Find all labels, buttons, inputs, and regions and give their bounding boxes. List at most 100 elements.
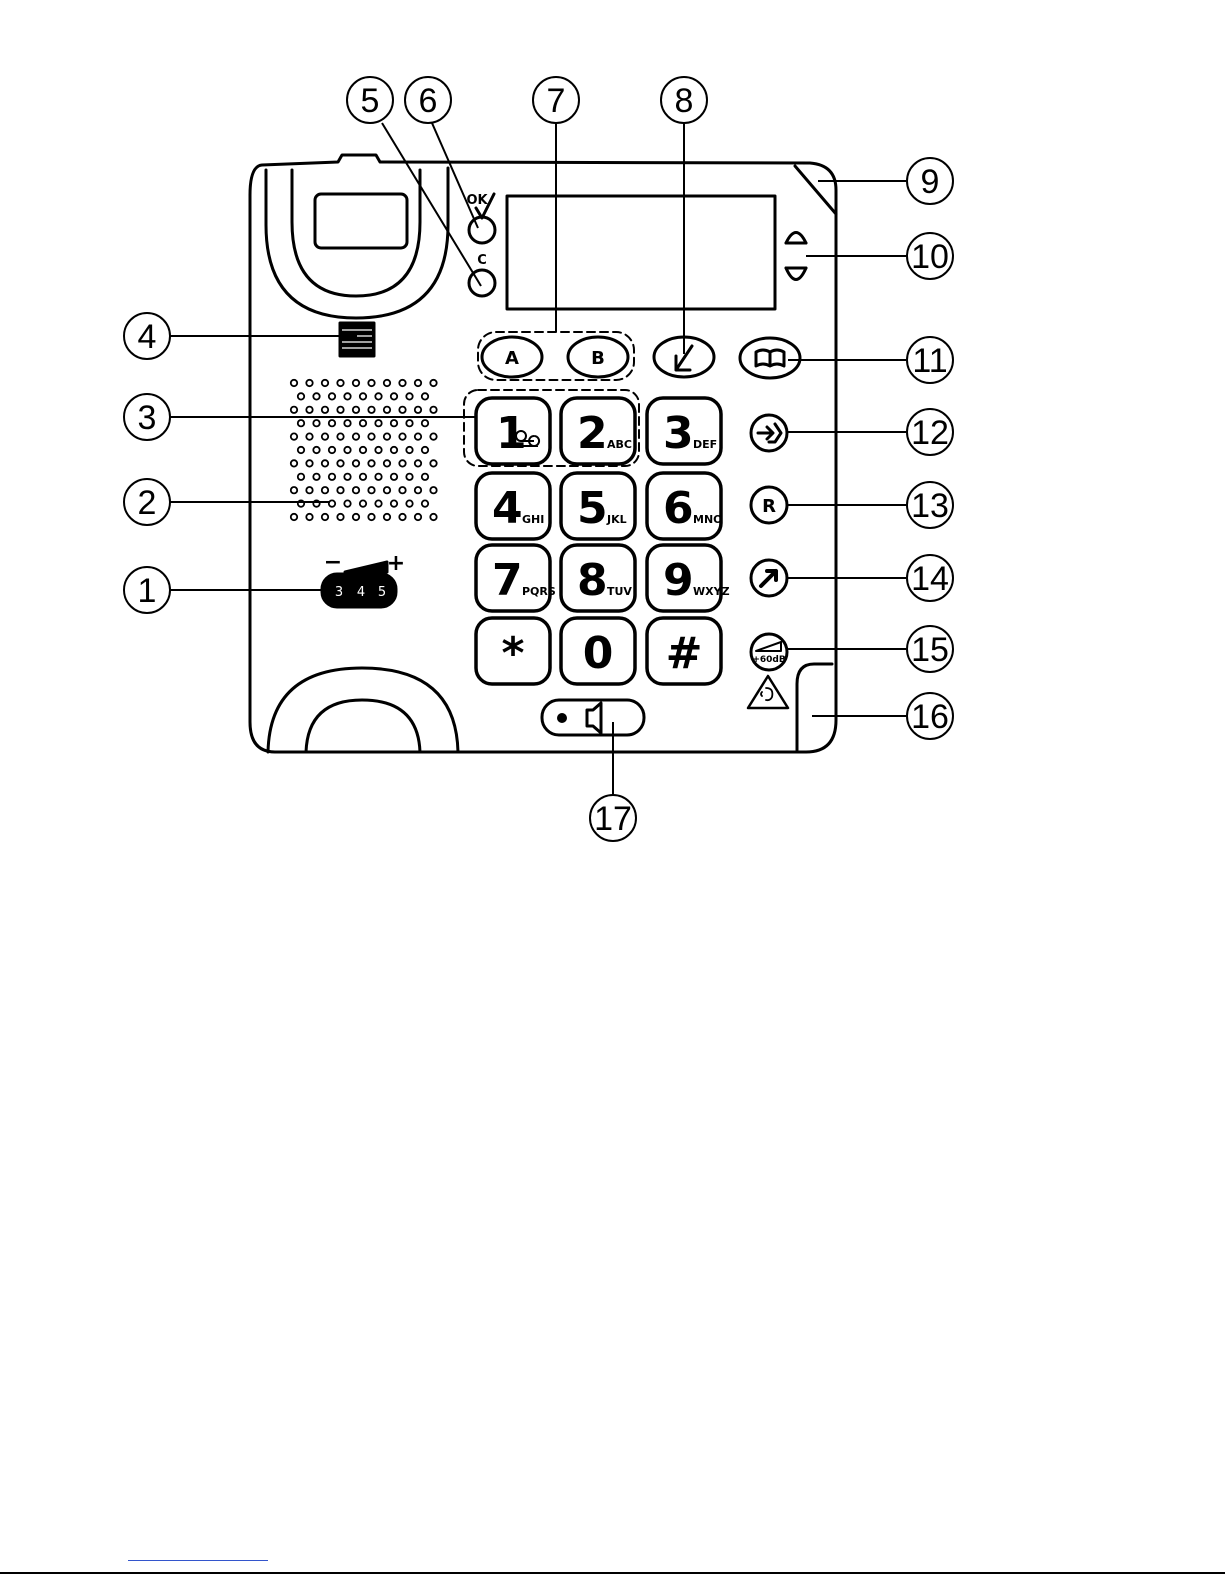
grille-hole xyxy=(415,380,421,386)
grille-hole xyxy=(415,460,421,466)
hook-switch[interactable] xyxy=(340,323,374,356)
callout-13: 13 xyxy=(907,482,953,528)
key-letters: PQRS xyxy=(522,585,556,598)
grille-hole xyxy=(406,420,412,426)
grille-hole xyxy=(399,487,405,493)
key-hash[interactable]: # xyxy=(647,618,721,684)
ok-button[interactable] xyxy=(469,217,495,243)
key-digit: 0 xyxy=(583,628,614,679)
key-digit: 7 xyxy=(492,555,523,606)
grille-hole xyxy=(322,460,328,466)
grille-hole xyxy=(353,514,359,520)
key-0[interactable]: 0 xyxy=(561,618,635,684)
volume-level-5: 5 xyxy=(378,585,386,600)
grille-hole xyxy=(291,460,297,466)
hearing-aid-icon xyxy=(748,676,788,708)
callout-number: 2 xyxy=(138,484,157,522)
volume-ramp-icon xyxy=(345,562,387,572)
arrow-down-icon[interactable] xyxy=(786,268,806,280)
grille-hole xyxy=(313,474,319,480)
grille-hole xyxy=(337,487,343,493)
key-letters: ABC xyxy=(607,438,632,451)
footer-link-underline xyxy=(128,1560,268,1561)
grille-hole xyxy=(329,420,335,426)
grille-hole xyxy=(399,407,405,413)
speaker-grille xyxy=(291,380,437,520)
grille-hole xyxy=(353,487,359,493)
key-1[interactable]: 1 xyxy=(476,398,550,464)
arrow-up-icon[interactable] xyxy=(786,233,806,244)
key-star[interactable]: * xyxy=(476,618,550,684)
callout-16: 16 xyxy=(907,693,953,739)
grille-hole xyxy=(375,447,381,453)
grille-hole xyxy=(430,460,436,466)
grille-hole xyxy=(298,474,304,480)
grille-hole xyxy=(329,393,335,399)
grille-hole xyxy=(298,420,304,426)
boost-label: +60dB xyxy=(752,655,786,665)
grille-hole xyxy=(430,487,436,493)
grille-hole xyxy=(344,420,350,426)
callout-number: 5 xyxy=(361,82,380,120)
volume-level-4: 4 xyxy=(357,585,365,600)
phonebook-icon xyxy=(756,350,784,366)
grille-hole xyxy=(391,420,397,426)
callout-number: 4 xyxy=(138,318,157,356)
grille-hole xyxy=(306,433,312,439)
grille-hole xyxy=(322,407,328,413)
callout-11: 11 xyxy=(907,337,953,383)
grille-hole xyxy=(313,393,319,399)
grille-hole xyxy=(322,514,328,520)
grille-hole xyxy=(399,514,405,520)
grille-hole xyxy=(291,487,297,493)
lcd-display xyxy=(507,196,775,309)
grille-hole xyxy=(422,500,428,506)
key-digit: 9 xyxy=(663,555,694,606)
key-letters: TUV xyxy=(607,585,632,598)
grille-hole xyxy=(353,433,359,439)
callout-number: 13 xyxy=(911,487,949,525)
grille-hole xyxy=(298,393,304,399)
grille-hole xyxy=(384,514,390,520)
key-digit: 5 xyxy=(577,483,608,534)
callout-number: 6 xyxy=(419,82,438,120)
grille-hole xyxy=(368,380,374,386)
key-digit: * xyxy=(501,628,524,679)
grille-hole xyxy=(384,487,390,493)
grille-hole xyxy=(291,407,297,413)
callout-number: 8 xyxy=(675,82,694,120)
grille-hole xyxy=(399,433,405,439)
key-digit: 4 xyxy=(492,483,523,534)
key-digit: 3 xyxy=(663,408,694,459)
grille-hole xyxy=(375,500,381,506)
phone-body xyxy=(250,155,836,752)
callout-9: 9 xyxy=(907,158,953,204)
callout-number: 1 xyxy=(138,572,157,610)
callout-number: 16 xyxy=(911,698,949,736)
callout-number: 11 xyxy=(912,342,947,380)
grille-hole xyxy=(422,393,428,399)
grille-hole xyxy=(337,514,343,520)
key-digit: 8 xyxy=(577,555,608,606)
grille-hole xyxy=(384,460,390,466)
callout-14: 14 xyxy=(907,555,953,601)
grille-hole xyxy=(391,500,397,506)
callout-7: 7 xyxy=(533,77,579,123)
grille-hole xyxy=(306,380,312,386)
key-letters: GHI xyxy=(522,513,544,526)
grille-hole xyxy=(399,380,405,386)
cord-holder-inner xyxy=(306,700,420,752)
grille-hole xyxy=(422,447,428,453)
grille-hole xyxy=(399,460,405,466)
footer-rule xyxy=(0,1572,1225,1574)
